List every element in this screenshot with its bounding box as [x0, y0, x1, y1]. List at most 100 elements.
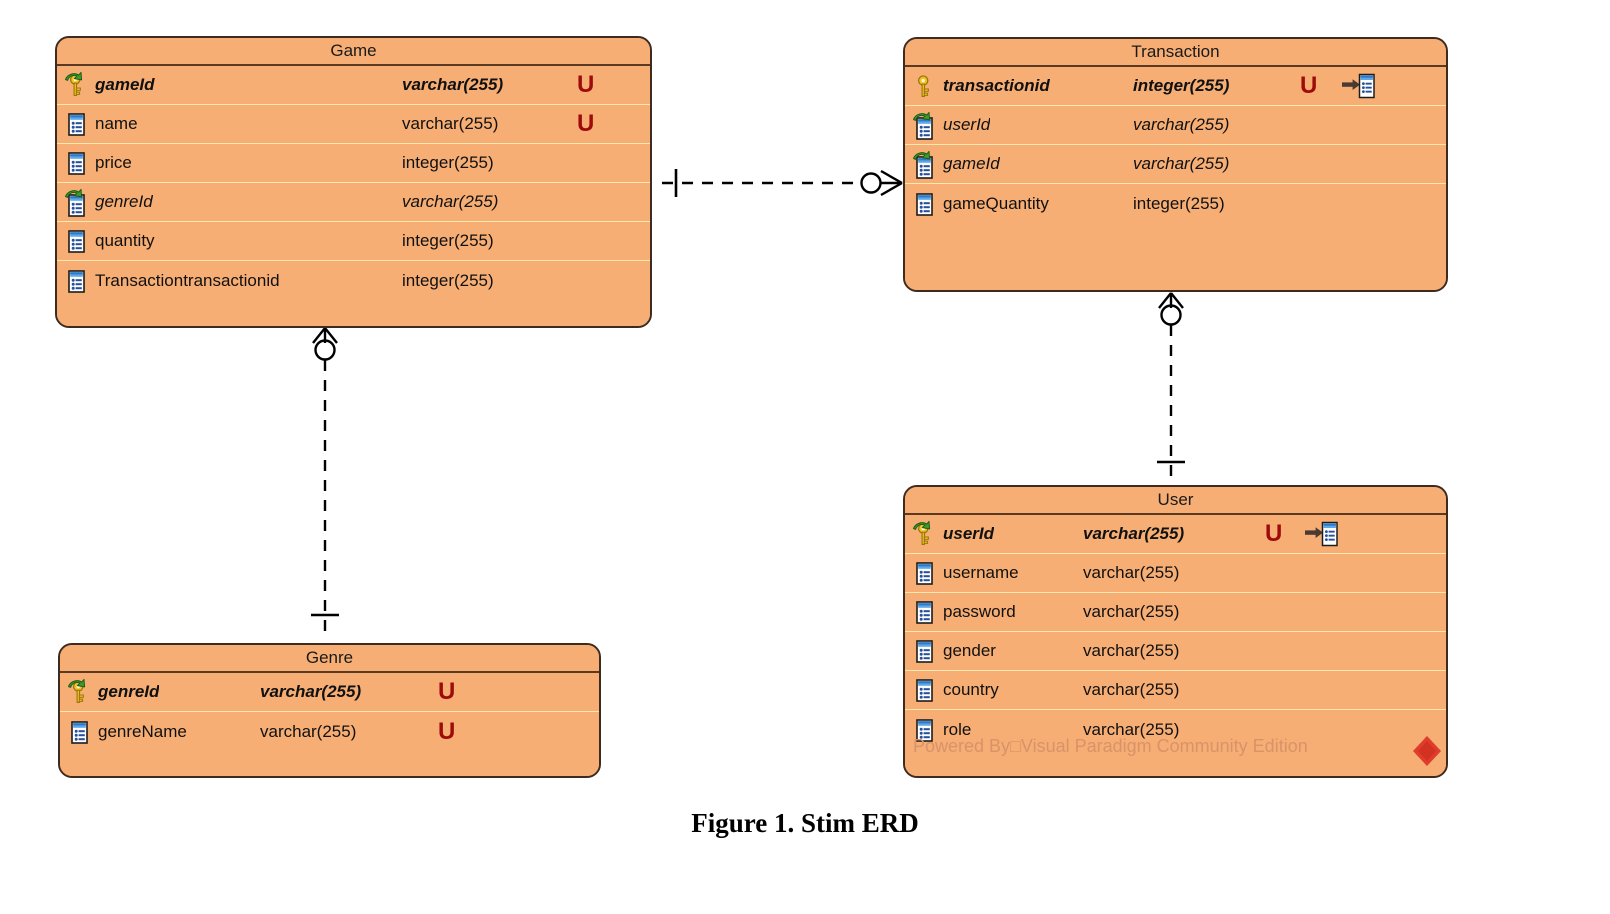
- column-type: integer(255): [1133, 193, 1225, 213]
- entity-filler: [905, 223, 1446, 290]
- column-type: varchar(255): [1083, 602, 1180, 621]
- primary-key-foreign-key-icon: [66, 677, 96, 707]
- column-icon: [911, 189, 941, 219]
- entity-title-user: User: [905, 487, 1446, 515]
- cardinality-zero-circle: [1160, 304, 1182, 326]
- column-row[interactable]: quantity integer(255): [57, 222, 650, 261]
- column-type: varchar(255): [1083, 680, 1180, 699]
- column-name: userId: [943, 115, 991, 134]
- entity-columns-genre: genreId varchar(255) U genreName varchar(25…: [60, 673, 599, 751]
- column-name: price: [95, 153, 132, 172]
- unique-constraint-marker: U: [577, 71, 595, 98]
- column-row[interactable]: gameId varchar(255): [905, 145, 1446, 184]
- figure-caption: Figure 1. Stim ERD: [691, 808, 919, 838]
- column-icon: [911, 597, 941, 627]
- column-row[interactable]: genreId varchar(255): [57, 183, 650, 222]
- cardinality-zero-circle: [314, 339, 336, 361]
- column-icon: [911, 675, 941, 705]
- unique-constraint-marker: U: [1300, 72, 1318, 99]
- unique-constraint-marker: U: [1265, 520, 1283, 547]
- unique-constraint-marker: U: [438, 678, 456, 705]
- column-type: varchar(255): [402, 75, 504, 94]
- column-row[interactable]: role varchar(255): [905, 710, 1446, 749]
- entity-title-transaction: Transaction: [905, 39, 1446, 67]
- column-name: genreId: [95, 192, 153, 211]
- column-type: varchar(255): [1083, 563, 1180, 582]
- column-icon: [911, 636, 941, 666]
- primary-key-foreign-key-icon: [911, 519, 941, 549]
- column-type: varchar(255): [1083, 524, 1185, 543]
- column-row[interactable]: username varchar(255): [905, 554, 1446, 593]
- column-icon: [63, 226, 93, 256]
- column-type: integer(255): [402, 153, 494, 172]
- column-type: varchar(255): [260, 682, 362, 701]
- foreign-key-column-icon: [911, 149, 941, 179]
- column-name: role: [943, 719, 972, 739]
- column-row[interactable]: userId varchar(255): [905, 106, 1446, 145]
- column-row[interactable]: transactionid integer(255) U: [905, 67, 1446, 106]
- column-type: varchar(255): [1083, 641, 1180, 660]
- column-icon: [66, 717, 96, 747]
- column-type: integer(255): [402, 231, 494, 250]
- column-icon: [63, 266, 93, 296]
- column-name: password: [943, 602, 1016, 621]
- column-row[interactable]: name varchar(255) U: [57, 105, 650, 144]
- column-row[interactable]: genreId varchar(255) U: [60, 673, 599, 712]
- relationship-game-genre: [311, 327, 339, 640]
- column-name: gender: [943, 641, 996, 660]
- column-row[interactable]: Transactiontransactionid integer(255): [57, 261, 650, 300]
- column-type: varchar(255): [1083, 719, 1180, 739]
- column-type: varchar(255): [402, 192, 499, 211]
- column-name: gameId: [943, 154, 1000, 173]
- entity-table-genre[interactable]: Genre genreId varchar(255) U genreName varc…: [58, 643, 601, 778]
- cardinality-many-crowfoot: [880, 169, 903, 197]
- entity-filler: [60, 751, 599, 776]
- column-name: genreId: [98, 682, 160, 701]
- column-row[interactable]: price integer(255): [57, 144, 650, 183]
- column-row[interactable]: userId varchar(255) U: [905, 515, 1446, 554]
- column-name: country: [943, 680, 999, 699]
- column-name: Transactiontransactionid: [95, 270, 280, 290]
- column-name: genreName: [98, 721, 187, 741]
- column-type: integer(255): [402, 270, 494, 290]
- unique-constraint-marker: U: [577, 110, 595, 137]
- cardinality-many-crowfoot: [312, 327, 338, 344]
- column-name: quantity: [95, 231, 155, 250]
- entity-title-game: Game: [57, 38, 650, 66]
- cardinality-many-crowfoot: [1158, 292, 1184, 309]
- column-name: transactionid: [943, 76, 1050, 95]
- column-type: varchar(255): [260, 721, 357, 741]
- entity-table-transaction[interactable]: Transaction transactionid integer(255) U u…: [903, 37, 1448, 292]
- unique-constraint-marker: U: [438, 717, 456, 745]
- column-icon: [63, 148, 93, 178]
- column-type: integer(255): [1133, 76, 1230, 95]
- entity-filler: [57, 300, 650, 326]
- relationship-game-transaction: [662, 169, 903, 197]
- foreign-key-column-icon: [63, 187, 93, 217]
- column-row[interactable]: country varchar(255): [905, 671, 1446, 710]
- column-name: name: [95, 114, 138, 133]
- primary-key-icon: [911, 71, 941, 101]
- entity-columns-transaction: transactionid integer(255) U userId varchar…: [905, 67, 1446, 223]
- column-row[interactable]: gender varchar(255): [905, 632, 1446, 671]
- entity-filler: [905, 749, 1446, 776]
- column-type: varchar(255): [1133, 154, 1230, 173]
- column-row[interactable]: password varchar(255): [905, 593, 1446, 632]
- entity-title-genre: Genre: [60, 645, 599, 673]
- column-row[interactable]: genreName varchar(255) U: [60, 712, 599, 751]
- column-name: userId: [943, 524, 995, 543]
- column-name: username: [943, 563, 1019, 582]
- column-icon: [911, 715, 941, 745]
- column-name: gameQuantity: [943, 193, 1049, 213]
- column-row[interactable]: gameQuantity integer(255): [905, 184, 1446, 223]
- column-type: varchar(255): [402, 114, 499, 133]
- column-icon: [63, 109, 93, 139]
- cardinality-zero-circle: [860, 172, 882, 194]
- column-type: varchar(255): [1133, 115, 1230, 134]
- entity-table-user[interactable]: User userId varchar(255) U username varchar…: [903, 485, 1448, 778]
- foreign-key-column-icon: [911, 110, 941, 140]
- relationship-transaction-user: [1157, 292, 1185, 483]
